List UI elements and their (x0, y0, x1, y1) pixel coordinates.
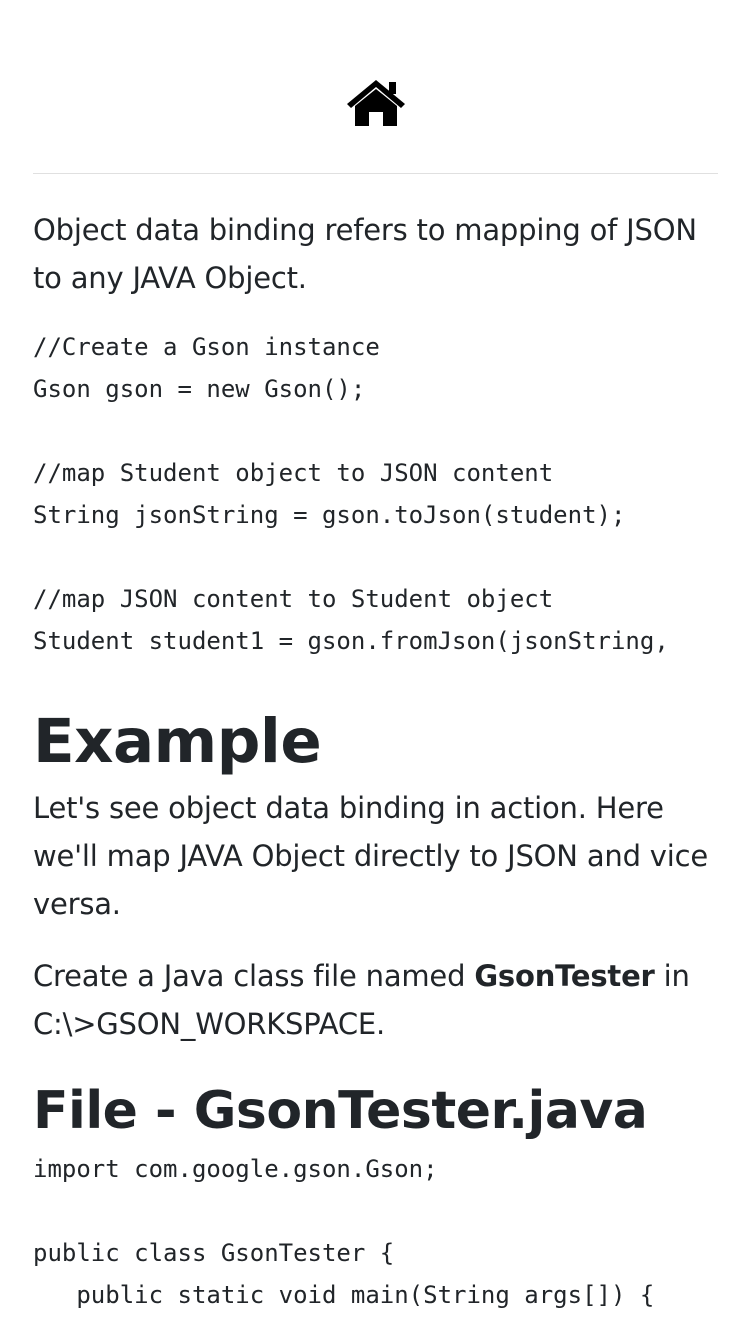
code-line: public class GsonTester { (33, 1239, 395, 1267)
code-line: //Create a Gson instance (33, 333, 380, 361)
code-line: Student student1 = gson.fromJson(jsonStr… (33, 627, 669, 655)
code-line: public static void main(String args[]) { (33, 1281, 655, 1309)
description-line: Let's see object data binding in action.… (33, 791, 664, 825)
article-content: Object data binding refers to mapping of… (33, 206, 718, 1316)
create-instruction: Create a Java class file named GsonTeste… (33, 952, 718, 1048)
create-prefix: Create a Java class file named (33, 959, 475, 993)
description-line: versa. (33, 887, 121, 921)
page-header (33, 0, 718, 174)
code-line: //map JSON content to Student object (33, 585, 554, 613)
class-name: GsonTester (474, 959, 655, 993)
workspace-path: C:\>GSON_WORKSPACE. (33, 1007, 386, 1041)
intro-line: to any JAVA Object. (33, 261, 307, 295)
intro-paragraph: Object data binding refers to mapping of… (33, 206, 718, 302)
home-icon (347, 80, 405, 126)
code-line: String jsonString = gson.toJson(student)… (33, 501, 626, 529)
create-suffix: in (654, 959, 690, 993)
intro-line: Object data binding refers to mapping of… (33, 213, 697, 247)
file-code: import com.google.gson.Gson; public clas… (33, 1148, 718, 1316)
code-line: import com.google.gson.Gson; (33, 1155, 438, 1183)
home-link[interactable] (345, 76, 407, 128)
file-heading: File - GsonTester.java (33, 1081, 648, 1141)
code-line: //map Student object to JSON content (33, 459, 554, 487)
example-heading: Example (33, 706, 322, 777)
description-line: we'll map JAVA Object directly to JSON a… (33, 839, 709, 873)
code-line: Gson gson = new Gson(); (33, 375, 366, 403)
code-snippet: //Create a Gson instance Gson gson = new… (33, 326, 718, 662)
example-description: Let's see object data binding in action.… (33, 784, 718, 928)
